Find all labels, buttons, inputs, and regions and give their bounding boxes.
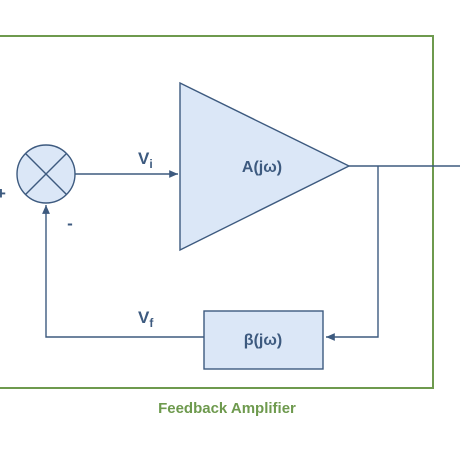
feedback-signal-label: Vf: [138, 308, 154, 330]
plus-sign: +: [0, 184, 6, 203]
minus-sign: -: [67, 214, 73, 233]
summing-junction: [16, 144, 76, 204]
input-signal-label: Vi: [138, 149, 153, 171]
input-signal-main: V: [138, 149, 150, 168]
feedback-tap-wire: [326, 166, 379, 341]
feedback-return-wire: [42, 205, 204, 338]
feedback-block: [203, 310, 324, 370]
input-signal-sub: i: [149, 157, 152, 171]
feedback-label: β(jω): [244, 332, 282, 349]
diagram-caption: Feedback Amplifier: [158, 400, 296, 417]
system-boundary-frame: [0, 35, 434, 389]
amplifier-label: A(jω): [242, 159, 282, 176]
feedback-signal-main: V: [138, 308, 150, 327]
feedback-signal-sub: f: [149, 316, 154, 330]
amplifier-block: [179, 81, 351, 252]
